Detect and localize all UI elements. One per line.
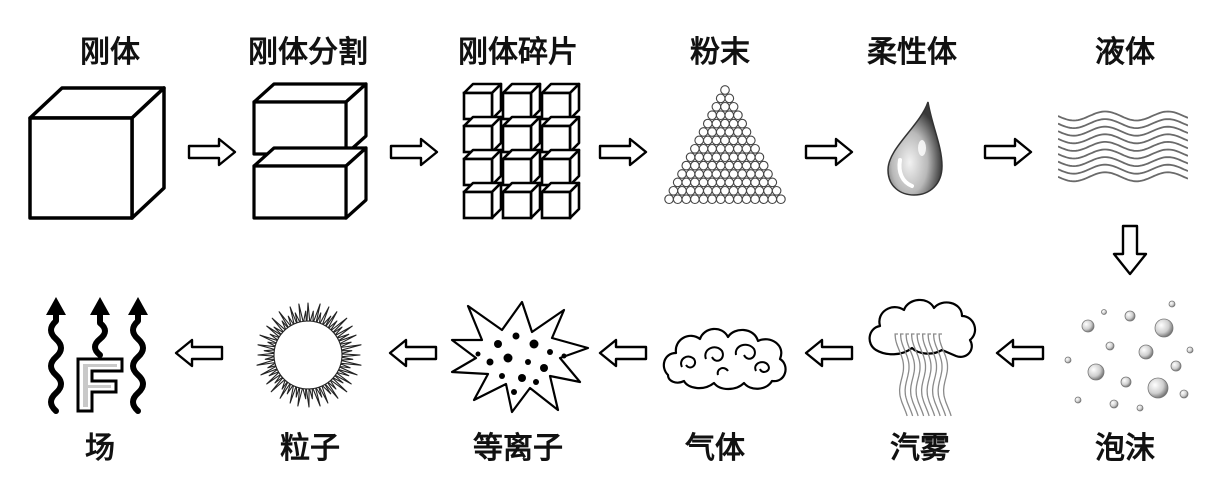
- arrow-right-icon: [187, 137, 237, 167]
- arrow-down-icon: [1112, 224, 1148, 276]
- wave-icon: [1058, 110, 1188, 183]
- label-rigid-body: 刚体: [80, 35, 140, 70]
- label-powder: 粉末: [690, 35, 750, 70]
- arrow-left-icon: [598, 338, 648, 368]
- arrow-right-icon: [389, 137, 439, 167]
- arrow-left-icon: [174, 338, 224, 368]
- label-particles: 粒子: [280, 431, 340, 466]
- foam-bubbles-icon: [1064, 300, 1194, 412]
- label-plasma: 等离子: [473, 431, 563, 466]
- arrow-left-icon: [388, 338, 438, 368]
- label-rigid-body-split: 刚体分割: [248, 35, 368, 70]
- gas-cloud-icon: [662, 327, 787, 391]
- solid-cube-icon: [28, 86, 166, 220]
- label-liquid: 液体: [1095, 35, 1155, 70]
- label-flexible-body: 柔性体: [867, 35, 957, 70]
- label-gas: 气体: [685, 431, 745, 466]
- label-rigid-body-fragments: 刚体碎片: [458, 35, 578, 70]
- cube-grid-icon: [462, 82, 581, 220]
- droplet-icon: [887, 101, 943, 196]
- arrow-right-icon: [804, 137, 854, 167]
- label-vapor: 汽雾: [890, 431, 950, 466]
- powder-pile-icon: [664, 85, 786, 205]
- particle-burst-icon: [256, 302, 362, 408]
- label-foam: 泡沫: [1095, 431, 1155, 466]
- arrow-left-icon: [995, 338, 1045, 368]
- split-block-icon: [252, 82, 368, 220]
- arrow-right-icon: [983, 137, 1033, 167]
- label-field: 场: [85, 431, 115, 466]
- arrow-left-icon: [804, 338, 854, 368]
- plasma-star-icon: [450, 300, 590, 414]
- field-f-icon: [46, 297, 148, 414]
- arrow-right-icon: [598, 137, 648, 167]
- vapor-icon: [868, 298, 977, 417]
